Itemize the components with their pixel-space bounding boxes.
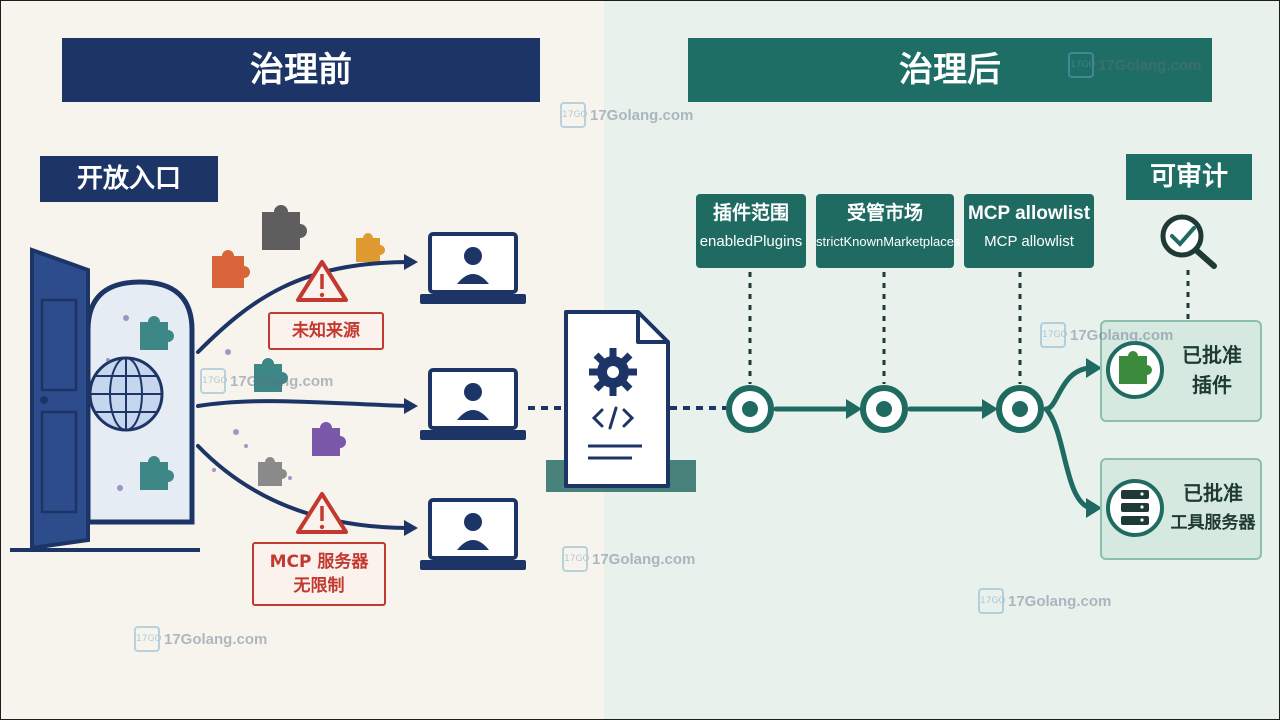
watermark-logo: 17GO [562, 546, 590, 572]
watermark-text: 17Golang.com [1098, 56, 1202, 74]
approved-line1: 已批准 [1183, 481, 1243, 505]
approved-line1: 已批准 [1182, 343, 1242, 367]
watermark-text: 17Golang.com [592, 550, 696, 568]
code-icon [591, 406, 635, 430]
approved-line2: 工具服务器 [1170, 513, 1256, 533]
watermark: 17GO 17Golang.com [562, 546, 695, 572]
gate-title: MCP allowlist [967, 203, 1091, 224]
before-title: 治理前 [62, 38, 540, 102]
globe-icon [88, 356, 164, 432]
approved-plugins-label: 已批准 插件 [1168, 340, 1256, 400]
gate-subtitle: MCP allowlist [984, 233, 1074, 250]
warning-unknown-source: 未知来源 [268, 312, 384, 350]
watermark: 17GO 17Golang.com [200, 368, 333, 394]
approved-line2: 插件 [1192, 373, 1232, 397]
after-title: 治理后 [688, 38, 1212, 102]
warning-triangle-icon [296, 260, 348, 534]
checkpoint-icon [726, 385, 1044, 433]
watermark-text: 17Golang.com [590, 106, 694, 124]
watermark-text: 17Golang.com [1008, 592, 1112, 610]
open-entry-label: 开放入口 [40, 156, 218, 202]
watermark-logo: 17GO [560, 102, 588, 128]
gate-subtitle: strictKnownMarketplaces [816, 234, 961, 249]
warning-text: 未知来源 [292, 321, 360, 341]
watermark-logo: 17GO [978, 588, 1006, 614]
audit-label: 可审计 [1126, 154, 1252, 200]
watermark-logo: 17GO [134, 626, 162, 652]
watermark: 17GO 17Golang.com [134, 626, 267, 652]
warning-text-line2: 无限制 [293, 576, 345, 596]
watermark-logo: 17GO [200, 368, 228, 394]
gate-subtitle: enabledPlugins [699, 233, 803, 250]
watermark-text: 17Golang.com [1070, 326, 1174, 344]
gear-icon [589, 348, 637, 396]
gate-mcp-allowlist: MCP allowlist MCP allowlist [964, 194, 1094, 268]
watermark: 17GO 17Golang.com [1040, 322, 1173, 348]
laptop-user-icon [420, 232, 526, 570]
warning-mcp-unrestricted: MCP 服务器 无限制 [252, 542, 386, 606]
watermark-text: 17Golang.com [164, 630, 268, 648]
config-file-icon [564, 310, 670, 488]
gate-plugin-scope: 插件范围 enabledPlugins [696, 194, 806, 268]
gate-managed-market: 受管市场 strictKnownMarketplaces [816, 194, 961, 268]
open-flows [196, 260, 412, 530]
gate-title: 插件范围 [712, 203, 789, 224]
watermark: 17GO 17Golang.com [978, 588, 1111, 614]
warning-text-line1: MCP 服务器 [269, 552, 369, 572]
watermark: 17GO 17Golang.com [560, 102, 693, 128]
puzzle-piece-icon [140, 205, 385, 490]
watermark-logo: 17GO [1040, 322, 1068, 348]
watermark-logo: 17GO [1068, 52, 1096, 78]
magnifier-check-icon [1160, 214, 1217, 269]
watermark-text: 17Golang.com [230, 372, 334, 390]
watermark: 17GO 17Golang.com [1068, 52, 1201, 78]
gate-title: 受管市场 [846, 203, 923, 224]
approved-servers-label: 已批准 工具服务器 [1168, 478, 1258, 538]
